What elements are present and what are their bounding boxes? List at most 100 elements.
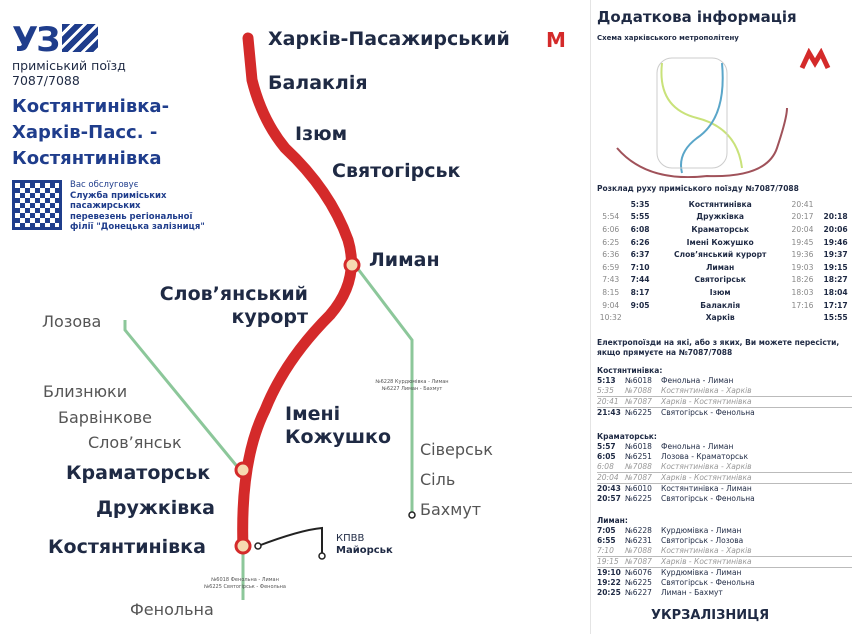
transfer-cell: 6:08 [597,462,614,471]
schedule-cell: 6:06 [602,224,620,234]
schedule-cell [595,198,626,211]
transfer-cell: Святогірськ - Лозова [661,536,744,545]
schedule-cell [626,311,653,324]
route-title: Костянтинівка-Харків-Пасс. - Костянтинів… [12,96,170,169]
info-title: Додаткова інформація [597,8,797,26]
schedule-cell: Балаклія [700,300,741,310]
transfer-cell: №6225 [625,494,652,503]
transfer-cell: 7:05 [597,526,616,535]
transfer-cell: Курдюмівка - Лиман [661,568,742,577]
schedule-cell: 10:32 [599,313,622,323]
schedule-cell: Дружківка [696,212,744,222]
schedule-cell: Костянтинівка [688,199,752,209]
station-bakhmut: Бахмут [420,500,482,519]
service-line: пасажирських [70,201,141,211]
transfer-cell: Святогірськ - Фенольна [661,578,755,587]
transfer-cell: Святогірськ - Фенольна [661,408,755,417]
transfer-cell: 20:04 [597,473,619,482]
qr-code[interactable] [12,180,62,230]
kpvv: КПВВ [336,533,365,544]
station-sloviansk: Слов’янськ [88,433,182,452]
schedule-cell: 9:04 [602,300,620,310]
transfer-cell: 5:13 [597,376,616,385]
transfer-cell: Костянтинівка - Харків [661,462,752,471]
train-note: №6228 Курдюмівка - Лиман [375,379,449,385]
transfer-cell: 19:10 [597,568,621,577]
station-kharkiv: Харків-Пасажирський [268,28,510,50]
transfer-cell: №7087 [625,397,652,406]
schedule-cell: 9:05 [630,300,650,310]
transfer-cell: №6227 [625,588,652,597]
schedule-cell: 20:18 [823,212,848,222]
schedule-cell: 20:04 [791,224,814,234]
transfer-row: 19:10 №6076 Курдюмівка - Лиман [597,568,852,578]
schedule-cell: 6:37 [630,250,650,260]
schedule-cell: 17:16 [791,300,814,310]
transfer-cell: 19:22 [597,578,621,587]
schedule-cell: 20:06 [823,224,848,234]
schedule-cell: 7:43 [602,275,620,285]
schedule-cell: 19:36 [791,250,814,260]
transfer-cell: №7087 [625,473,652,482]
schedule-cell: 20:17 [791,212,814,222]
schedule-cell: 5:54 [602,212,620,222]
transfer-cell: №6018 [625,442,652,451]
transfer-cell: 5:57 [597,442,616,451]
transfer-cell: Костянтинівка - Лиман [661,484,752,493]
section-kramatorsk: Краматорськ:5:57 №6018 Фенольна - Лиман 6:0… [597,432,852,504]
transfer-cell: Харків - Костянтинівка [661,397,752,406]
transfer-cell: 5:35 [597,386,614,395]
schedule-cell: 15:55 [823,313,848,323]
metro-map[interactable] [597,48,852,178]
metro-logo-icon [799,48,831,70]
train-number: 7087/7088 [12,73,80,88]
service-line: Вас обслуговує [70,180,139,190]
schedule-cell: 7:44 [630,275,650,285]
service-line: філії "Донецька залізниця" [70,222,205,232]
transfer-cell: №7087 [625,557,652,566]
station-blyzniuky: Близнюки [43,382,128,401]
section-title: Лиман: [597,516,628,525]
station-fenolna: Фенольна [130,600,214,619]
station-sviatohirsk: Святогірськ [332,160,461,182]
station-lozova: Лозова [42,312,102,331]
transfer-cell: №6225 [625,408,652,417]
section-title: Краматорськ: [597,432,657,441]
transfer-cell: №7088 [625,546,652,555]
transfer-cell: 19:15 [597,557,619,566]
schedule-cell: 18:26 [791,275,814,285]
schedule-cell: 19:37 [823,250,848,260]
transfer-cell: №7088 [625,386,652,395]
schedule-cell: 19:46 [823,237,848,247]
transfer-cell: Фенольна - Лиман [661,442,734,451]
schedule-cell: 19:45 [791,237,814,247]
transfer-cell: №6251 [625,452,652,461]
hub-liman [343,256,361,274]
transfer-cell: Святогірськ - Фенольна [661,494,755,503]
schedule-title: Розклад руху приміського поїзду №7087/70… [597,184,799,193]
schedule-cell [818,198,853,211]
uz-logo: УЗ [12,20,60,60]
station-lyman: Лиман [369,249,440,271]
schedule-cell: 17:17 [823,300,848,310]
transfer-cell: №6076 [625,568,652,577]
transfer-row: 5:57 №6018 Фенольна - Лиман [597,442,852,452]
schedule-cell: 6:26 [630,237,650,247]
transfer-note: Електропоїзди на які, або з яких, Ви мож… [597,338,840,357]
subtitle: приміський поїзд [12,58,126,73]
